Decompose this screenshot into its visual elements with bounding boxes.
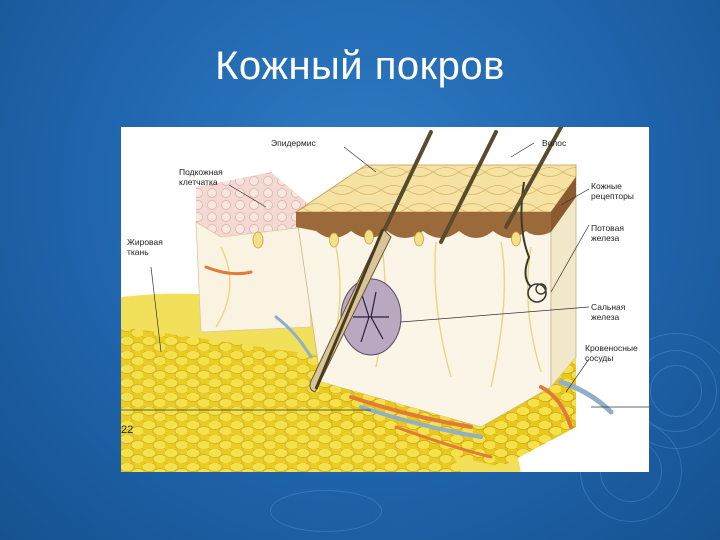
label-sebaceous-gland: Сальная железа <box>591 302 626 322</box>
page-number: 22 <box>121 424 134 436</box>
subcutaneous-block <box>196 172 306 237</box>
epidermis-band <box>296 212 551 238</box>
hair-shafts <box>309 127 563 393</box>
slide-title: Кожный покров <box>215 44 505 88</box>
label-skin-receptors: Кожные рецепторы <box>591 181 634 201</box>
skin-illustration <box>121 127 649 472</box>
sweat-gland <box>520 181 547 303</box>
label-hair: Волос <box>542 138 567 148</box>
label-sweat-gland: Потовая железа <box>591 223 624 243</box>
background-ripple <box>270 490 382 532</box>
label-epidermis: Эпидермис <box>271 138 316 148</box>
label-subcutaneous: Подкожная клетчатка <box>179 167 223 187</box>
label-blood-vessels: Кровеносные сосуды <box>585 343 638 363</box>
skin-diagram: Эпидермис Волос Подкожная клетчатка Жиро… <box>121 127 649 472</box>
label-fat-tissue: Жировая ткань <box>127 237 163 257</box>
